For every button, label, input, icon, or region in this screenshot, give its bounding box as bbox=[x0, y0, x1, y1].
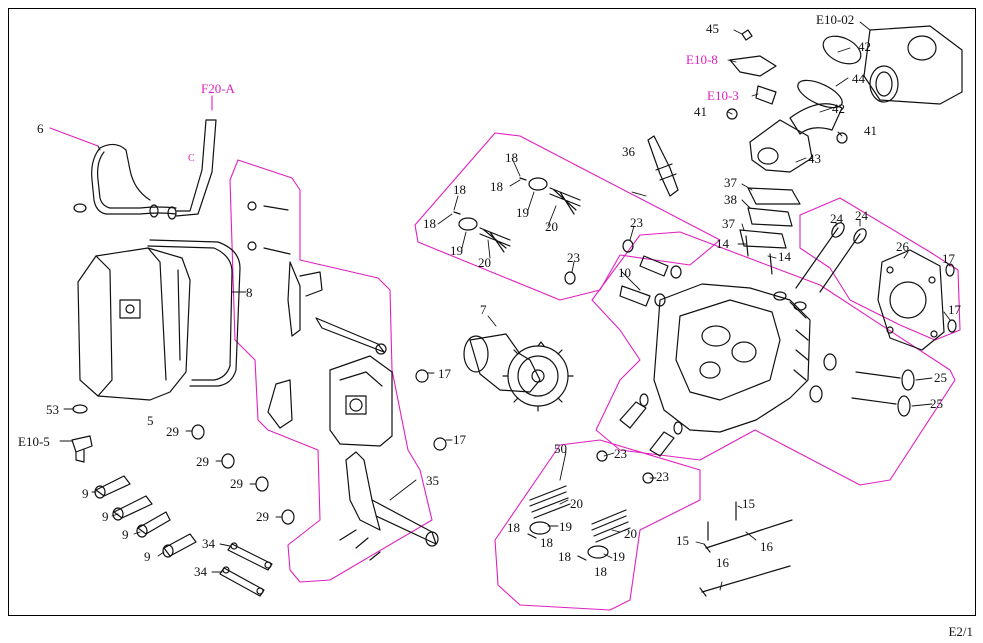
callout-45: 45 bbox=[706, 21, 719, 36]
callout-19-a: 19 bbox=[516, 205, 529, 220]
callout-18-d: 18 bbox=[423, 216, 436, 231]
callout-53: 53 bbox=[46, 402, 59, 417]
spark-plug bbox=[647, 135, 679, 197]
callout-26: 26 bbox=[896, 239, 909, 254]
breather-tube bbox=[73, 119, 217, 220]
callout-e10-5: E10-5 bbox=[18, 434, 50, 449]
callout-15-b: 15 bbox=[676, 533, 689, 548]
page-reference: E2/1 bbox=[948, 624, 973, 639]
callout-16-b: 16 bbox=[716, 555, 729, 570]
callout-50: 50 bbox=[554, 441, 567, 456]
callout-c: C bbox=[188, 153, 195, 164]
callout-23-b: 23 bbox=[567, 250, 580, 265]
group-boundaries bbox=[49, 95, 961, 611]
switch-1 bbox=[94, 475, 131, 499]
head-gasket bbox=[877, 249, 957, 351]
callout-9-c: 9 bbox=[122, 527, 129, 542]
leader-lines bbox=[59, 21, 951, 591]
callout-18-h: 18 bbox=[594, 564, 607, 579]
callout-7: 7 bbox=[480, 302, 487, 317]
callout-23-d: 23 bbox=[656, 469, 669, 484]
callout-19-b: 19 bbox=[450, 243, 463, 258]
callout-20-c: 20 bbox=[570, 496, 583, 511]
camshaft bbox=[463, 333, 574, 412]
valve-springs-upper bbox=[453, 177, 634, 285]
callout-18-e: 18 bbox=[507, 520, 520, 535]
callout-18-c: 18 bbox=[453, 182, 466, 197]
switch-4 bbox=[162, 533, 197, 558]
callout-17-d: 17 bbox=[948, 302, 961, 317]
callout-19-c: 19 bbox=[559, 519, 572, 534]
callout-e10-8: E10-8 bbox=[686, 52, 718, 67]
switch-3 bbox=[136, 511, 171, 538]
cylinder-head bbox=[596, 255, 837, 484]
callout-16-a: 16 bbox=[760, 539, 773, 554]
callout-23-a: 23 bbox=[630, 215, 643, 230]
callout-5: 5 bbox=[147, 413, 154, 428]
valve-springs-lower bbox=[527, 485, 631, 561]
callout-8: 8 bbox=[246, 285, 253, 300]
callout-14-b: 14 bbox=[778, 249, 791, 264]
callout-17-b: 17 bbox=[453, 432, 466, 447]
callout-29-b: 29 bbox=[196, 454, 209, 469]
callout-9-a: 9 bbox=[82, 486, 89, 501]
callout-9-b: 9 bbox=[102, 509, 109, 524]
callout-25-a: 25 bbox=[934, 370, 947, 385]
callout-15-a: 15 bbox=[742, 496, 755, 511]
diagram-frame bbox=[8, 8, 976, 616]
callout-f20-a: F20-A bbox=[201, 81, 235, 96]
callout-41-b: 41 bbox=[864, 123, 877, 138]
callout-37-a: 37 bbox=[724, 175, 737, 190]
callout-e10-02: E10-02 bbox=[816, 12, 855, 27]
callout-24-a: 24 bbox=[830, 211, 843, 226]
callout-18-g: 18 bbox=[558, 549, 571, 564]
callout-23-c: 23 bbox=[614, 446, 627, 461]
callout-35: 35 bbox=[426, 473, 439, 488]
small-parts-left bbox=[71, 404, 295, 597]
callout-20-b: 20 bbox=[478, 255, 491, 270]
callout-20-a: 20 bbox=[545, 219, 558, 234]
callout-e10-3: E10-3 bbox=[707, 88, 739, 103]
callout-34-b: 34 bbox=[194, 564, 207, 579]
callout-34-a: 34 bbox=[202, 536, 215, 551]
rocker-assembly bbox=[247, 201, 447, 561]
callout-41-a: 41 bbox=[694, 104, 707, 119]
callout-9-d: 9 bbox=[144, 549, 151, 564]
callout-18-a: 18 bbox=[505, 150, 518, 165]
callout-43: 43 bbox=[808, 151, 821, 166]
callout-37-b: 37 bbox=[722, 216, 735, 231]
callout-42-b: 42 bbox=[832, 101, 845, 116]
callout-19-d: 19 bbox=[612, 549, 625, 564]
callout-18-b: 18 bbox=[490, 179, 503, 194]
intake-assembly bbox=[726, 25, 963, 275]
stud-bolts bbox=[699, 501, 793, 597]
valves bbox=[795, 222, 915, 417]
callout-44: 44 bbox=[852, 71, 865, 86]
callout-17-a: 17 bbox=[438, 366, 451, 381]
callout-14-a: 14 bbox=[716, 236, 729, 251]
callout-38: 38 bbox=[724, 192, 737, 207]
callout-10: 10 bbox=[618, 265, 631, 280]
callout-6: 6 bbox=[37, 121, 44, 136]
callout-25-b: 25 bbox=[930, 396, 943, 411]
head-cover bbox=[77, 239, 241, 401]
switch-2 bbox=[112, 495, 153, 521]
callout-17-c: 17 bbox=[942, 251, 955, 266]
callout-29-d: 29 bbox=[256, 509, 269, 524]
callout-20-d: 20 bbox=[624, 526, 637, 541]
callout-29-a: 29 bbox=[166, 424, 179, 439]
callout-42-a: 42 bbox=[858, 39, 871, 54]
callout-18-f: 18 bbox=[540, 535, 553, 550]
callout-29-c: 29 bbox=[230, 476, 243, 491]
callout-24-b: 24 bbox=[855, 208, 868, 223]
callout-36: 36 bbox=[622, 144, 635, 159]
